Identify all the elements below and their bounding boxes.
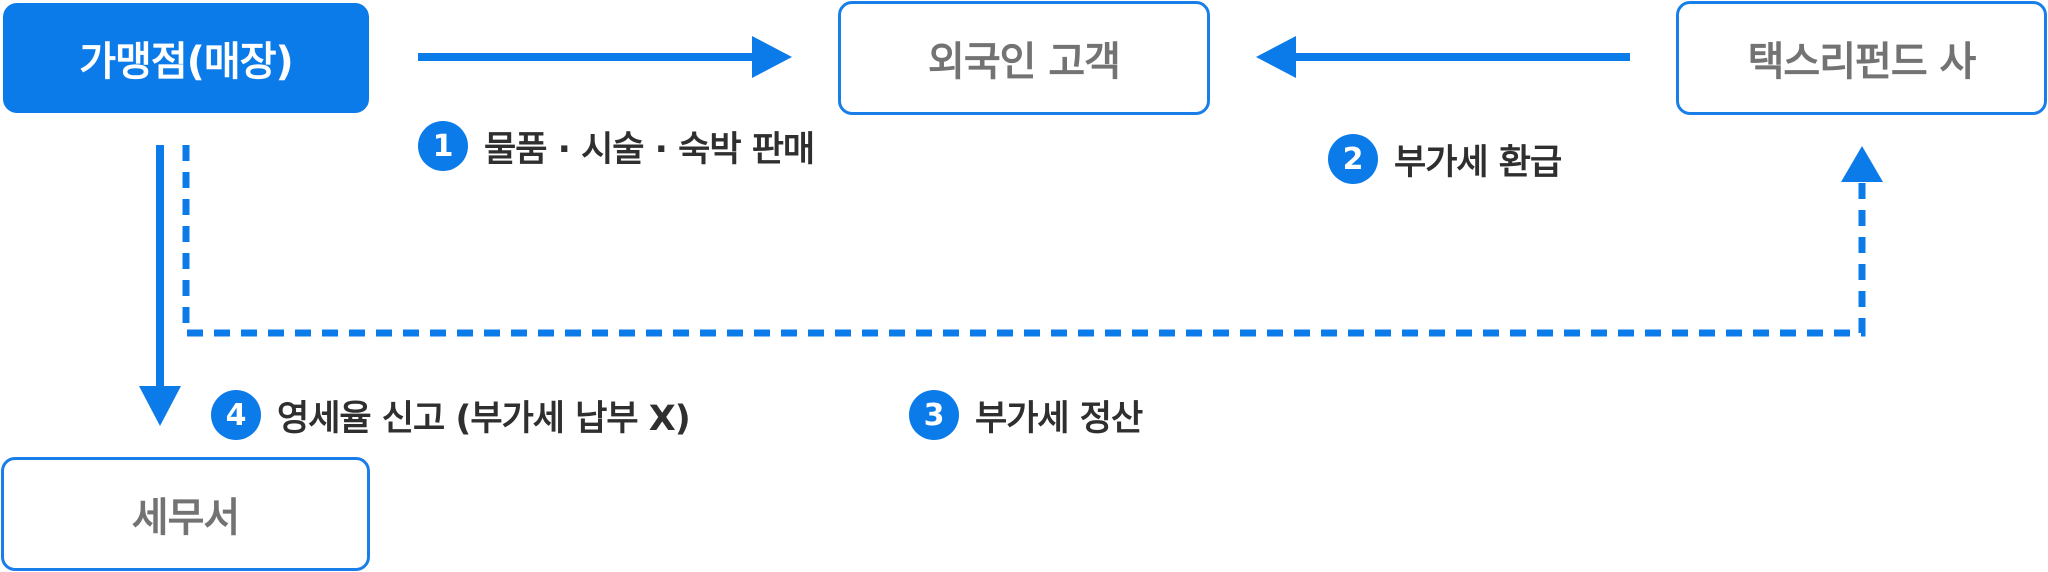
arrow-store-to-taxrefund-dashed xyxy=(182,145,1883,337)
node-taxrefund: 택스리펀드 사 xyxy=(1676,1,2047,115)
node-store: 가맹점(매장) xyxy=(3,3,369,113)
arrow-store-to-customer xyxy=(418,36,792,78)
node-store-label: 가맹점(매장) xyxy=(79,39,294,85)
step-2-label: 부가세 환급 xyxy=(1394,142,1562,183)
step-3: 3 부가세 정산 xyxy=(909,389,1143,441)
step-2-badge: 2 xyxy=(1328,134,1378,184)
step-3-label: 부가세 정산 xyxy=(975,398,1143,439)
node-taxoffice-label: 세무서 xyxy=(131,495,240,541)
step-1-badge: 1 xyxy=(418,121,468,171)
node-taxoffice: 세무서 xyxy=(1,457,370,571)
step-4-label: 영세율 신고 (부가세 납부 X) xyxy=(277,398,691,439)
step-1: 1 물품 · 시술 · 숙박 판매 xyxy=(418,120,815,172)
step-4: 4 영세율 신고 (부가세 납부 X) xyxy=(211,389,691,441)
step-1-label: 물품 · 시술 · 숙박 판매 xyxy=(484,129,815,170)
step-2: 2 부가세 환급 xyxy=(1328,133,1562,185)
node-taxrefund-label: 택스리펀드 사 xyxy=(1747,39,1977,85)
step-3-badge: 3 xyxy=(909,390,959,440)
node-customer: 외국인 고객 xyxy=(838,1,1210,115)
arrow-taxrefund-to-customer xyxy=(1256,36,1630,78)
step-4-badge: 4 xyxy=(211,390,261,440)
node-customer-label: 외국인 고객 xyxy=(928,39,1121,85)
arrow-store-to-taxoffice xyxy=(139,145,181,426)
